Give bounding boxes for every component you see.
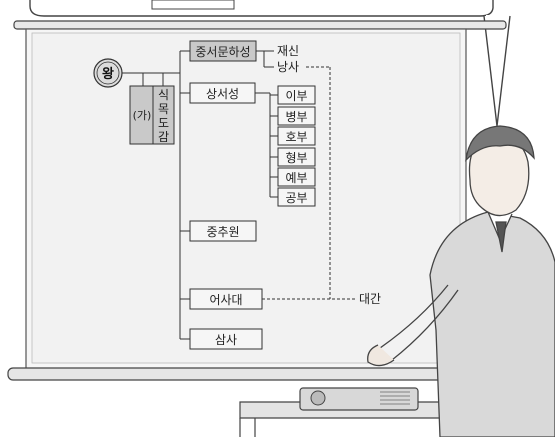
- ministry-node: 형부: [277, 147, 316, 167]
- eosadae-label: 어사대: [209, 293, 242, 307]
- ga-node: (가): [129, 85, 155, 145]
- ministry-label: 병부: [285, 110, 307, 124]
- jungchuwon-node: 중추원: [189, 220, 257, 242]
- ministry-label: 형부: [285, 151, 307, 165]
- ministry-node: 호부: [277, 126, 316, 146]
- ministry-label: 예부: [285, 171, 307, 185]
- ministry-node: 예부: [277, 167, 316, 187]
- sikmok-char-1: 식: [158, 88, 169, 102]
- sangseo-label: 상서성: [206, 87, 239, 101]
- samsa-node: 삼사: [189, 328, 263, 350]
- sikmok-char-3: 도: [158, 116, 169, 130]
- org-chart: [122, 50, 356, 340]
- ministry-label: 공부: [285, 191, 307, 205]
- eosadae-node: 어사대: [189, 288, 263, 310]
- speech-bubble: [29, 0, 511, 127]
- ministry-node: 이부: [277, 85, 316, 105]
- ministry-node: 병부: [277, 106, 316, 126]
- sangseo-node: 상서성: [189, 82, 256, 104]
- ministry-label: 호부: [285, 130, 307, 144]
- central-node: 중서문하성: [189, 40, 257, 62]
- jungchuwon-label: 중추원: [206, 225, 239, 239]
- ministry-list: 이부 병부 호부 형부 예부 공부: [277, 85, 316, 207]
- sikmok-node: 식 목 도 감: [152, 85, 175, 145]
- ga-label: (가): [133, 109, 152, 122]
- sikmok-char-4: 감: [158, 130, 169, 144]
- central-label: 중서문하성: [195, 45, 250, 59]
- samsa-label: 삼사: [215, 333, 237, 347]
- sikmok-char-2: 목: [158, 102, 169, 116]
- ministry-node: 공부: [277, 187, 316, 207]
- king-node: 왕: [93, 58, 123, 88]
- projection-screen: [7, 20, 507, 381]
- king-label: 왕: [102, 67, 114, 82]
- nangsa-label: 낭사: [277, 60, 299, 74]
- jaesin-label: 재신: [277, 44, 299, 58]
- projector-table: [239, 387, 491, 437]
- ministry-label: 이부: [285, 89, 307, 103]
- daegan-label: 대간: [359, 292, 381, 306]
- presenter: [367, 125, 555, 437]
